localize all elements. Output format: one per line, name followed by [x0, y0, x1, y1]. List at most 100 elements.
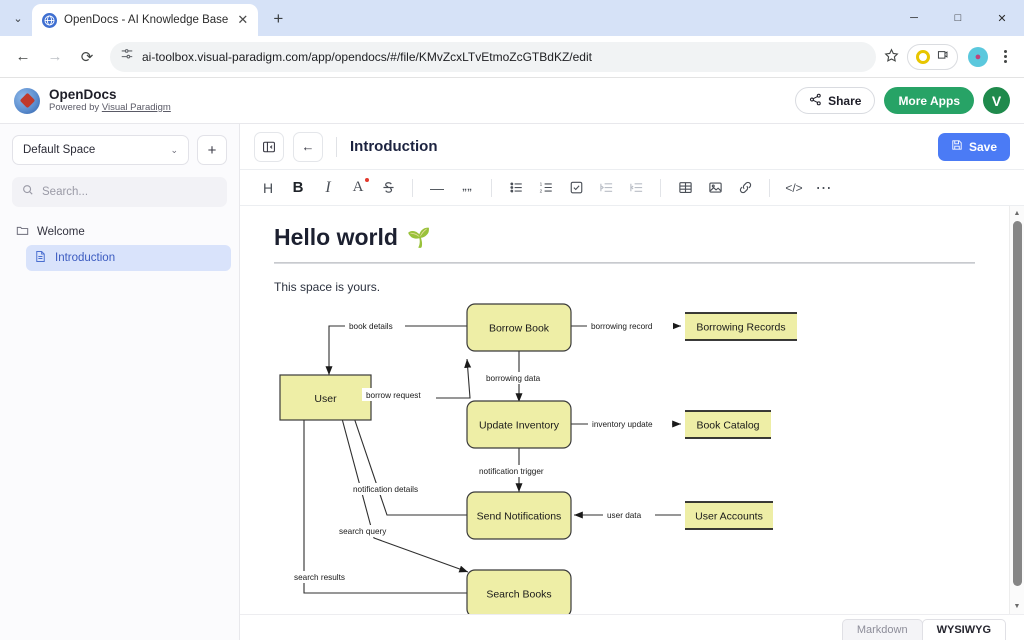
dfd-svg: User Borrow Book Update Inventory [279, 303, 797, 614]
text-color-button[interactable]: A [344, 175, 372, 201]
more-options-button[interactable]: ⋯ [815, 179, 833, 197]
search-placeholder: Search... [42, 186, 89, 198]
seedling-emoji-icon: 🌱 [406, 227, 431, 249]
status-bar: Markdown WYSIWYG [240, 614, 1024, 640]
more-apps-button[interactable]: More Apps [884, 87, 974, 114]
tab-wysiwyg[interactable]: WYSIWYG [921, 619, 1006, 640]
dfd-node-borrow-book[interactable]: Borrow Book [466, 303, 572, 352]
node-label: Borrow Book [489, 323, 550, 335]
blockquote-button[interactable]: „„ [462, 182, 472, 193]
dfd-node-borrowing-records[interactable]: Borrowing Records [685, 312, 797, 341]
tab-markdown[interactable]: Markdown [841, 619, 923, 640]
tab-search-chevron-icon[interactable]: ⌄ [13, 12, 23, 25]
save-label: Save [968, 139, 997, 154]
scroll-up-arrow-icon[interactable]: ▲ [1013, 210, 1021, 217]
data-flow-diagram[interactable]: User Borrow Book Update Inventory [274, 302, 975, 614]
checklist-button[interactable] [562, 175, 590, 201]
add-space-button[interactable]: + [197, 135, 227, 165]
edge-search-results [300, 400, 467, 594]
edge-book-details [325, 325, 467, 375]
dfd-node-search-books[interactable]: Search Books [466, 569, 572, 614]
brand-name: OpenDocs [49, 87, 117, 103]
browser-toolbar: ← → ⟳ ai-toolbox.visual-paradigm.com/app… [0, 36, 1024, 78]
horizontal-rule-button[interactable]: — [430, 179, 444, 196]
user-avatar[interactable]: V [983, 87, 1010, 114]
extension-ring-icon[interactable] [916, 49, 930, 64]
space-selector[interactable]: Default Space ⌄ [12, 135, 189, 165]
star-icon[interactable] [884, 47, 903, 66]
share-button[interactable]: Share [795, 87, 876, 114]
minimize-icon[interactable]: ─ [910, 12, 918, 24]
numbered-list-button[interactable]: 1 2 [532, 175, 560, 201]
save-button[interactable]: Save [937, 132, 1010, 161]
vertical-scrollbar[interactable]: ▲ ▼ [1009, 206, 1024, 614]
bullet-list-button[interactable] [502, 175, 530, 201]
maximize-icon[interactable]: □ [954, 12, 962, 24]
document-canvas[interactable]: Hello world 🌱 This space is yours. [240, 206, 1009, 614]
search-input[interactable]: Search... [12, 177, 227, 207]
address-bar[interactable]: ai-toolbox.visual-paradigm.com/app/opend… [110, 41, 876, 72]
link-button[interactable] [731, 175, 759, 201]
forward-icon[interactable]: → [47, 48, 63, 65]
url-text: ai-toolbox.visual-paradigm.com/app/opend… [142, 49, 592, 64]
close-icon[interactable]: ✕ [237, 12, 249, 27]
node-label: Search Books [486, 589, 551, 601]
visual-paradigm-link[interactable]: Visual Paradigm [101, 101, 171, 113]
text-color-glyph: A [352, 179, 364, 195]
new-tab-button[interactable]: + [273, 9, 284, 28]
app-body: Default Space ⌄ + Search... [0, 124, 1024, 640]
sidebar: Default Space ⌄ + Search... [0, 124, 240, 640]
dfd-node-update-inventory[interactable]: Update Inventory [466, 400, 572, 449]
indent-decrease-button[interactable] [622, 175, 650, 201]
document-icon [34, 250, 47, 266]
dfd-node-send-notifications[interactable]: Send Notifications [466, 491, 572, 540]
extensions-pill[interactable] [907, 43, 958, 70]
bold-button[interactable]: B [292, 179, 304, 196]
reload-icon[interactable]: ⟳ [80, 48, 94, 66]
dfd-edge-labels: book details borrow request borrowing re… [290, 320, 673, 583]
back-icon[interactable]: ← [15, 48, 31, 65]
edge-label: search query [339, 527, 387, 536]
header-divider [336, 136, 337, 157]
scrollbar-track[interactable] [1013, 588, 1022, 601]
scroll-down-arrow-icon[interactable]: ▼ [1013, 603, 1021, 610]
tree-label: Introduction [55, 252, 116, 264]
dfd-node-user[interactable]: User [279, 374, 372, 421]
browser-tab[interactable]: OpenDocs - AI Knowledge Base ✕ [32, 4, 259, 36]
dfd-node-user-accounts[interactable]: User Accounts [685, 501, 773, 530]
chevron-down-icon: ⌄ [170, 144, 178, 155]
edge-search-query [336, 399, 469, 573]
dfd-node-book-catalog[interactable]: Book Catalog [685, 410, 771, 439]
document-tree: Welcome Introduction [0, 215, 239, 275]
strikethrough-button[interactable] [374, 175, 402, 201]
profile-avatar[interactable]: ● [968, 46, 988, 67]
toolbar-divider-2 [491, 178, 492, 197]
document-header: ← Introduction Save [240, 124, 1024, 170]
tree-item-welcome[interactable]: Welcome [8, 219, 231, 245]
document-heading: Hello world 🌱 [274, 224, 975, 259]
code-button[interactable]: </> [785, 180, 803, 195]
heading-button[interactable]: H [262, 179, 274, 196]
back-arrow-button[interactable]: ← [293, 131, 323, 162]
window-close-icon[interactable]: ✕ [997, 12, 1007, 25]
brand-subtitle: Powered by Visual Paradigm [49, 101, 171, 113]
site-settings-icon[interactable] [120, 47, 134, 66]
page-title: Introduction [350, 138, 438, 155]
globe-icon [42, 12, 57, 28]
table-button[interactable] [671, 175, 699, 201]
toolbar-divider-1 [412, 178, 413, 197]
heading-text: Hello world [274, 224, 398, 250]
document-paragraph: This space is yours. [274, 280, 381, 294]
sidebar-toggle-icon[interactable] [254, 131, 284, 162]
edge-label: notification details [353, 485, 418, 494]
node-label: User [314, 393, 337, 405]
extensions-icon[interactable] [936, 48, 949, 66]
image-button[interactable] [701, 175, 729, 201]
toolbar-divider-3 [660, 178, 661, 197]
indent-increase-button[interactable] [592, 175, 620, 201]
italic-button[interactable]: I [325, 178, 331, 196]
tree-item-introduction[interactable]: Introduction [26, 245, 231, 271]
scrollbar-thumb[interactable] [1012, 221, 1022, 586]
kebab-menu-icon[interactable] [994, 50, 1016, 63]
canvas-wrapper: Hello world 🌱 This space is yours. [240, 206, 1024, 614]
